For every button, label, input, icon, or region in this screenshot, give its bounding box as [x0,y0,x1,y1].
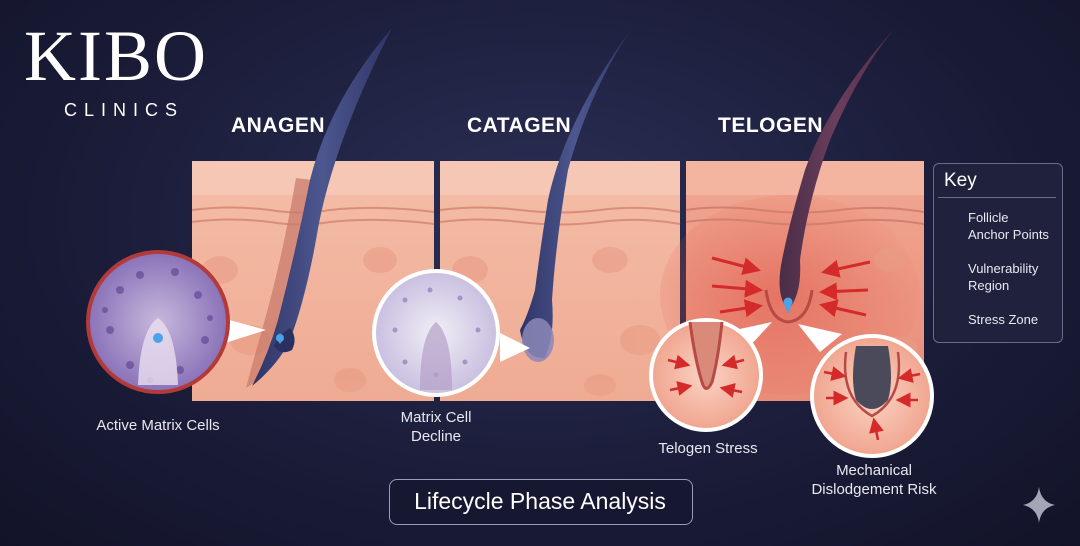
footer-box [389,479,693,525]
phase-title-catagen: CATAGEN [467,114,572,137]
logo-main: KIBO [24,16,208,96]
caption-mechanical-line1: Mechanical [836,462,912,479]
logo-sub: CLINICS [64,100,185,120]
sparkle-icon [1023,487,1055,523]
key-legend [933,163,1063,343]
phase-title-anagen: ANAGEN [231,114,326,137]
key-item-vulnerability-line2: Region [968,277,1010,293]
key-item-anchor-line1: Follicle [968,210,1009,225]
stress-arrows-telogen [711,256,871,318]
caption-matrix-decline: Matrix Cell Decline [376,409,496,447]
caption-mechanical-line2: Dislodgement Risk [811,480,937,498]
caption-mechanical-dislodgement: Mechanical Dislodgement Risk [796,462,952,500]
caption-active-matrix: Active Matrix Cells [96,417,220,434]
key-item-anchor: Follicle Anchor Points [968,210,1049,244]
key-item-vulnerability-line1: Vulnerability [968,261,1039,276]
catagen-follicle [520,28,632,362]
anagen-follicle [246,28,392,388]
key-item-vulnerability: Vulnerability Region [968,261,1038,295]
key-divider [938,197,1056,198]
telogen-follicle [764,28,895,324]
callout-active-matrix [86,250,266,394]
key-item-anchor-line2: Anchor Points [968,226,1049,242]
caption-matrix-decline-line2: Decline [410,427,462,445]
key-title: Key [944,170,977,191]
key-item-stress: Stress Zone [968,312,1039,327]
callout-telogen-stress [649,318,772,432]
callout-mechanical-dislodgement [798,324,934,458]
caption-matrix-decline-line1: Matrix Cell [400,409,472,426]
callout-matrix-decline [372,269,530,397]
phase-title-telogen: TELOGEN [718,114,824,137]
footer-label: Lifecycle Phase Analysis [414,488,666,514]
caption-telogen-stress: Telogen Stress [658,440,758,457]
